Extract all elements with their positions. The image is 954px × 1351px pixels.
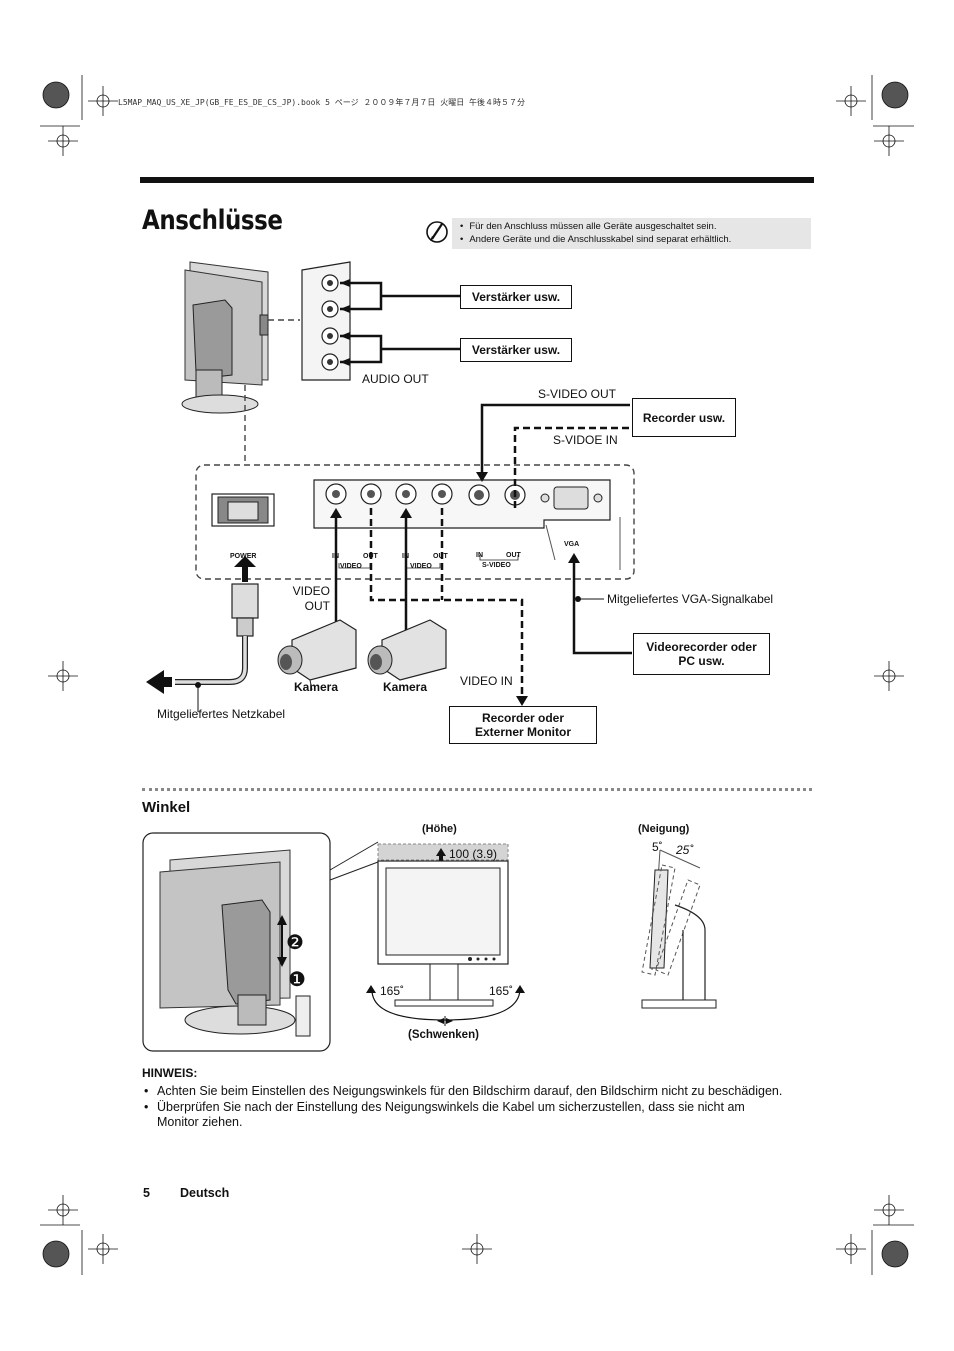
video-label: VIDEO (340, 563, 362, 570)
video-out-label: OUT (433, 553, 448, 560)
svideo-in-short-label: IN (476, 552, 483, 559)
video-out-label: OUT (363, 553, 378, 560)
section-heading-winkel: Winkel (142, 799, 191, 816)
vga-cable-label: Mitgeliefertes VGA-Signalkabel (607, 592, 774, 606)
audio-out-label: AUDIO OUT (362, 372, 429, 386)
height-value: 100 (3.9) (449, 847, 498, 861)
tilt-angle-5: 5˚ (652, 840, 663, 854)
tilt-angle-25: 25˚ (676, 843, 694, 857)
power-label: POWER (230, 553, 257, 560)
tilt-label: (Neigung) (638, 823, 690, 835)
video-in-caption: VIDEO IN (460, 674, 513, 688)
top-rule (140, 177, 814, 183)
dotted-separator (142, 788, 812, 791)
footer-language: Deutsch (180, 1186, 230, 1200)
svideo-in-label: S-VIDOE IN (553, 433, 618, 447)
note-line: Für den Anschluss müssen alle Geräte aus… (460, 221, 716, 232)
camera-label: Kamera (294, 680, 339, 694)
page-number: 5 (143, 1186, 150, 1200)
swivel-label: (Schwenken) (408, 1029, 479, 1041)
video-label: VIDEO (410, 563, 432, 570)
recorder-box: Recorder usw. (632, 398, 736, 437)
note-line: Andere Geräte und die Anschlusskabel sin… (460, 234, 731, 245)
step-2-marker: ❷ (286, 932, 304, 954)
vga-label: VGA (564, 541, 580, 548)
video-in-label: IN (402, 553, 409, 560)
height-label: (Höhe) (422, 823, 457, 835)
svideo-out-label: S-VIDEO OUT (538, 387, 617, 401)
svideo-label: S-VIDEO (482, 562, 511, 569)
hinweis-item: •Überprüfen Sie nach der Einstellung des… (144, 1100, 745, 1129)
svideo-out-short-label: OUT (506, 552, 521, 559)
hinweis-item: •Achten Sie beim Einstellen des Neigungs… (144, 1084, 783, 1098)
swivel-left-angle: 165˚ (380, 984, 405, 998)
camera-illustration (277, 619, 357, 691)
camera-label: Kamera (383, 680, 428, 694)
step-1-marker: ❶ (288, 969, 306, 991)
amplifier-box: Verstärker usw. (460, 338, 572, 362)
power-cable-label: Mitgeliefertes Netzkabel (157, 707, 286, 721)
hinweis-heading: HINWEIS: (142, 1066, 198, 1080)
file-header-line: L5MAP_MAQ_US_XE_JP(GB_FE_ES_DE_CS_JP).bo… (118, 98, 526, 107)
page-title: Anschlüsse (142, 205, 283, 236)
monitor-rear-illustration (181, 261, 269, 414)
note-box: Für den Anschluss müssen alle Geräte aus… (452, 218, 811, 249)
camera-illustration (367, 619, 447, 681)
swivel-right-angle: 165˚ (489, 984, 514, 998)
amplifier-box: Verstärker usw. (460, 285, 572, 309)
video-in-label: IN (332, 553, 339, 560)
